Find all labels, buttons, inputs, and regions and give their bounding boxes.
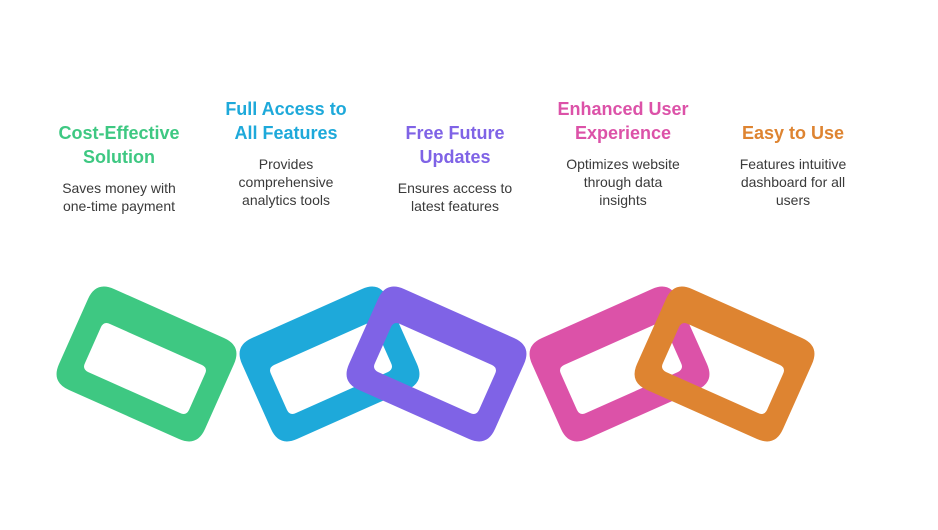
feature-description: Provides comprehensive analytics tools bbox=[211, 155, 361, 209]
feature-easy-to-use: Easy to Use Features intuitive dashboard… bbox=[718, 121, 868, 209]
feature-title-line: Cost-Effective bbox=[58, 123, 180, 143]
feature-description-line: Optimizes website bbox=[566, 156, 680, 172]
link-free-updates bbox=[346, 286, 527, 442]
link-easy-to-use bbox=[634, 286, 815, 442]
feature-description-line: dashboard for all bbox=[740, 174, 846, 190]
feature-title-line: Experience bbox=[574, 123, 672, 143]
feature-title-line: All Features bbox=[234, 123, 338, 143]
feature-description: Saves money with one-time payment bbox=[44, 179, 194, 215]
feature-description-line: comprehensive bbox=[238, 174, 334, 190]
feature-title-line: Updates bbox=[419, 147, 491, 167]
feature-description-line: latest features bbox=[411, 198, 499, 214]
feature-description-line: Features intuitive bbox=[739, 156, 847, 172]
feature-description: Features intuitive dashboard for all use… bbox=[718, 155, 868, 209]
feature-cost-effective: Cost-Effective Solution Saves money with… bbox=[44, 121, 194, 215]
feature-description-line: insights bbox=[599, 192, 647, 208]
feature-description-line: Saves money with bbox=[62, 180, 176, 196]
feature-title-line: Free Future bbox=[405, 123, 505, 143]
feature-description: Optimizes website through data insights bbox=[548, 155, 698, 209]
feature-description: Ensures access to latest features bbox=[380, 179, 530, 215]
feature-description-line: Provides bbox=[258, 156, 314, 172]
feature-description-line: Ensures access to bbox=[397, 180, 513, 196]
feature-title-line: Enhanced User bbox=[557, 99, 689, 119]
feature-title-line: Full Access to bbox=[225, 99, 347, 119]
feature-description-line: through data bbox=[583, 174, 663, 190]
feature-title: Full Access to All Features bbox=[211, 97, 361, 145]
feature-title: Easy to Use bbox=[718, 121, 868, 145]
feature-description-line: analytics tools bbox=[242, 192, 330, 208]
feature-description-line: users bbox=[775, 192, 811, 208]
feature-title-line: Easy to Use bbox=[741, 123, 845, 143]
feature-description-line: one-time payment bbox=[62, 198, 176, 214]
feature-title-line: Solution bbox=[83, 147, 155, 167]
feature-full-access: Full Access to All Features Provides com… bbox=[211, 97, 361, 209]
link-cost-effective bbox=[56, 286, 237, 442]
feature-title: Cost-Effective Solution bbox=[44, 121, 194, 169]
feature-title: Free Future Updates bbox=[380, 121, 530, 169]
feature-enhanced-experience: Enhanced User Experience Optimizes websi… bbox=[548, 97, 698, 209]
feature-title: Enhanced User Experience bbox=[548, 97, 698, 145]
feature-free-updates: Free Future Updates Ensures access to la… bbox=[380, 121, 530, 215]
